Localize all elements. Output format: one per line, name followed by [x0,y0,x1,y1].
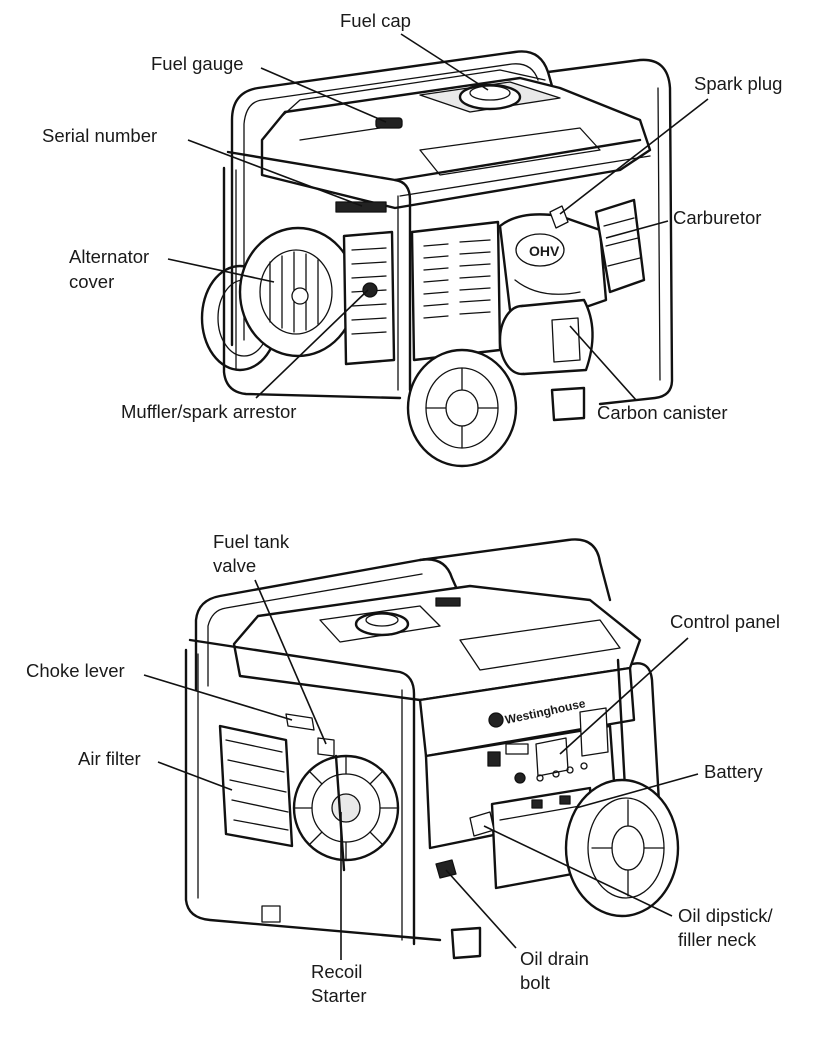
ohv-badge-text: OHV [529,243,560,259]
label-alternator-cover-line1: Alternator [69,246,149,267]
label-fuel-tank-valve-line1: Fuel tank [213,531,290,552]
label-oil-dipstick-line2: filler neck [678,929,757,950]
top-alternator-shape [238,226,358,358]
label-serial-number: Serial number [42,125,157,146]
bottom-fuel-valve-shape [317,737,335,757]
label-air-filter: Air filter [78,748,141,769]
label-recoil-line1: Recoil [311,961,362,982]
bottom-labels: Fuel tank valve Control panel Choke leve… [26,531,780,1006]
top-right-wheel [406,348,518,468]
bottom-oil-drain-shape [435,859,457,879]
label-fuel-tank-valve-line2: valve [213,555,256,576]
label-alternator-cover-line2: cover [69,271,114,292]
label-oil-drain-line1: Oil drain [520,948,589,969]
bottom-air-filter-shape [218,724,294,848]
label-muffler: Muffler/spark arrestor [121,401,296,422]
label-fuel-gauge: Fuel gauge [151,53,244,74]
top-labels: Fuel cap Fuel gauge Spark plug Serial nu… [42,10,782,423]
bottom-choke-lever-shape [285,713,315,731]
label-carburetor: Carburetor [673,207,761,228]
top-carbon-canister-shape [498,298,594,376]
bottom-recoil-starter-shape [292,754,400,872]
top-fuel-cap-shape [458,83,522,111]
label-fuel-cap: Fuel cap [340,10,411,31]
top-muffler-shape [342,230,396,366]
label-oil-dipstick-line1: Oil dipstick/ [678,905,773,926]
label-battery: Battery [704,761,763,782]
top-serial-plate [335,201,387,213]
bottom-generator-illustration: Westinghouse [184,538,680,960]
label-control-panel: Control panel [670,611,780,632]
label-recoil-line2: Starter [311,985,367,1006]
bottom-right-wheel [564,778,680,918]
top-ohv-badge: OHV [515,233,565,267]
label-spark-plug: Spark plug [694,73,782,94]
label-oil-drain-line2: bolt [520,972,550,993]
label-choke-lever: Choke lever [26,660,125,681]
top-carburetor-shape [594,198,646,294]
label-carbon-canister: Carbon canister [597,402,728,423]
